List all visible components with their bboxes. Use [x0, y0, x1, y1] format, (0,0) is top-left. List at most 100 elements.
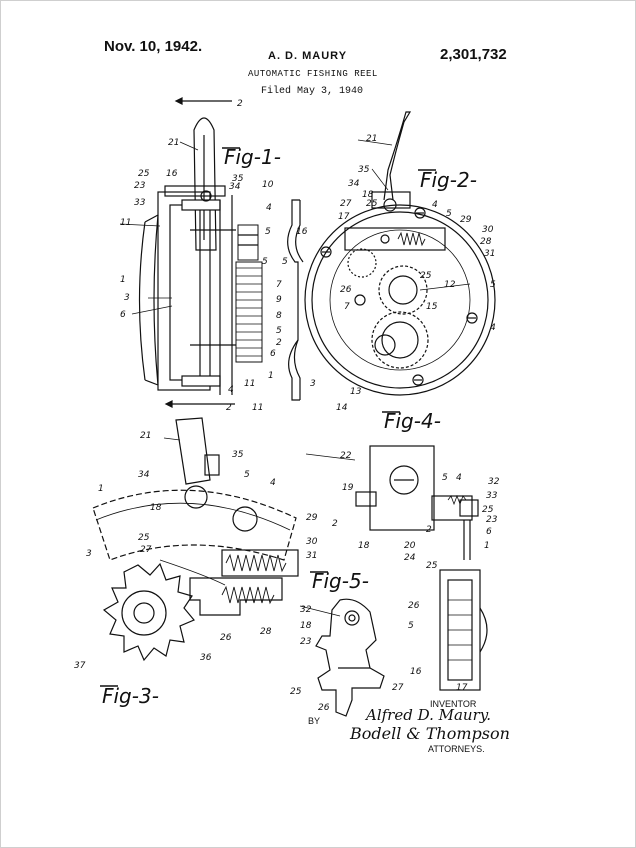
ref-numeral: 37: [74, 661, 86, 671]
ref-numeral: 6: [270, 349, 276, 359]
figure-4-drawing: [355, 445, 488, 691]
ref-numeral: 35: [358, 165, 370, 175]
ref-numeral: 21: [140, 431, 151, 441]
ref-numeral: 17: [456, 683, 468, 693]
figure-title-rules: [100, 147, 436, 687]
inventor-name: A. D. MAURY: [268, 50, 348, 62]
attorney-signature: Bodell & Thompson: [350, 724, 510, 743]
ref-numeral: 7: [344, 302, 350, 312]
ref-numeral: 6: [120, 310, 126, 320]
ref-numeral: 9: [276, 295, 282, 305]
ref-numeral: 5: [442, 473, 448, 483]
figure-5-label: Fig-5-: [312, 569, 369, 593]
ref-numeral: 22: [340, 451, 352, 461]
figure-2-drawing: [287, 111, 496, 401]
ref-numeral: 34: [348, 179, 360, 189]
ref-numeral: 30: [306, 537, 318, 547]
ref-numeral: 4: [432, 200, 438, 210]
inventor-signature: Alfred D. Maury.: [366, 706, 492, 724]
ref-numeral: 25: [366, 199, 378, 209]
ref-numeral: 18: [150, 503, 162, 513]
ref-numeral: 8: [276, 311, 282, 321]
ref-numeral: 26: [220, 633, 232, 643]
ref-numeral: 25: [138, 533, 150, 543]
ref-numeral: 20: [404, 541, 416, 551]
ref-numeral: 12: [444, 280, 456, 290]
ref-numeral: 2: [276, 338, 282, 348]
ref-numeral: 4: [456, 473, 462, 483]
ref-numeral: 27: [140, 545, 152, 555]
ref-numeral: 32: [488, 477, 500, 487]
ref-numeral: 2: [226, 403, 232, 413]
ref-numeral: 1: [484, 541, 490, 551]
ref-numeral: 36: [200, 653, 212, 663]
attorneys-label: ATTORNEYS.: [428, 744, 485, 754]
inventor-label: INVENTOR: [430, 699, 477, 709]
ref-numeral: 5: [446, 209, 452, 219]
ref-numeral: 5: [262, 257, 268, 267]
ref-numeral: 3: [124, 293, 130, 303]
ref-numeral: 33: [486, 491, 498, 501]
ref-numeral: 2: [332, 519, 338, 529]
ref-numeral: 30: [482, 225, 494, 235]
ref-numeral: 35: [232, 450, 244, 460]
figure-1-label: Fig-1-: [224, 145, 281, 169]
patent-title: AUTOMATIC FISHING REEL: [248, 69, 378, 79]
ref-numeral: 34: [138, 470, 150, 480]
ref-numeral: 25: [482, 505, 494, 515]
ref-numeral: 11: [252, 403, 263, 413]
ref-numeral: 5: [276, 326, 282, 336]
ref-numeral: 31: [306, 551, 317, 561]
ref-numeral: 24: [404, 553, 416, 563]
ref-numeral: 29: [460, 215, 472, 225]
leader-lines: [119, 139, 471, 617]
ref-numeral: 4: [490, 323, 496, 333]
ref-numeral: 3: [86, 549, 92, 559]
ref-numeral: 23: [134, 181, 146, 191]
ref-numeral: 35: [232, 174, 244, 184]
ref-numeral: 5: [490, 280, 496, 290]
patent-date: Nov. 10, 1942.: [104, 38, 203, 55]
ref-numeral: 3: [310, 379, 316, 389]
ref-numeral: 33: [134, 198, 146, 208]
ref-numeral: 5: [265, 227, 271, 237]
ref-numeral: 1: [268, 371, 274, 381]
ref-numeral: 11: [120, 218, 131, 228]
ref-numeral: 16: [296, 227, 308, 237]
ref-numeral: 18: [358, 541, 370, 551]
ref-numeral: 25: [426, 561, 438, 571]
ref-numeral: 4: [266, 203, 272, 213]
ref-numeral: 5: [282, 257, 288, 267]
ref-numeral: 10: [262, 180, 274, 190]
ref-numeral: 21: [366, 134, 377, 144]
ref-numeral: 16: [166, 169, 178, 179]
ref-numeral: 7: [276, 280, 282, 290]
patent-number: 2,301,732: [440, 46, 507, 63]
ref-numeral: 34: [229, 182, 241, 192]
ref-numeral: 14: [336, 403, 348, 413]
ref-numeral: 6: [486, 527, 492, 537]
ref-numeral: 11: [244, 379, 255, 389]
ref-numeral: 23: [300, 637, 312, 647]
ref-numeral: 26: [318, 703, 330, 713]
ref-numeral: 2: [426, 525, 432, 535]
figure-3-drawing: [92, 417, 299, 662]
ref-numeral: 26: [408, 601, 420, 611]
ref-numeral: 19: [342, 483, 354, 493]
ref-numeral: 18: [362, 190, 374, 200]
figure-4-label: Fig-4-: [384, 409, 441, 433]
ref-numeral: 29: [306, 513, 318, 523]
ref-numeral: 4: [228, 385, 234, 395]
ref-numeral: 27: [392, 683, 404, 693]
ref-numeral: 1: [120, 275, 126, 285]
reference-numerals: 2 21 25 16 23 33 35 34 10 4 11 5 5 1 3 6…: [74, 99, 500, 713]
ref-numeral: 5: [408, 621, 414, 631]
ref-numeral: 21: [168, 138, 179, 148]
figure-5-drawing: [315, 598, 385, 717]
figure-3-label: Fig-3-: [102, 684, 159, 708]
ref-numeral: 25: [290, 687, 302, 697]
ref-numeral: 2: [237, 99, 243, 109]
ref-numeral: 25: [420, 271, 432, 281]
ref-numeral: 17: [338, 212, 350, 222]
